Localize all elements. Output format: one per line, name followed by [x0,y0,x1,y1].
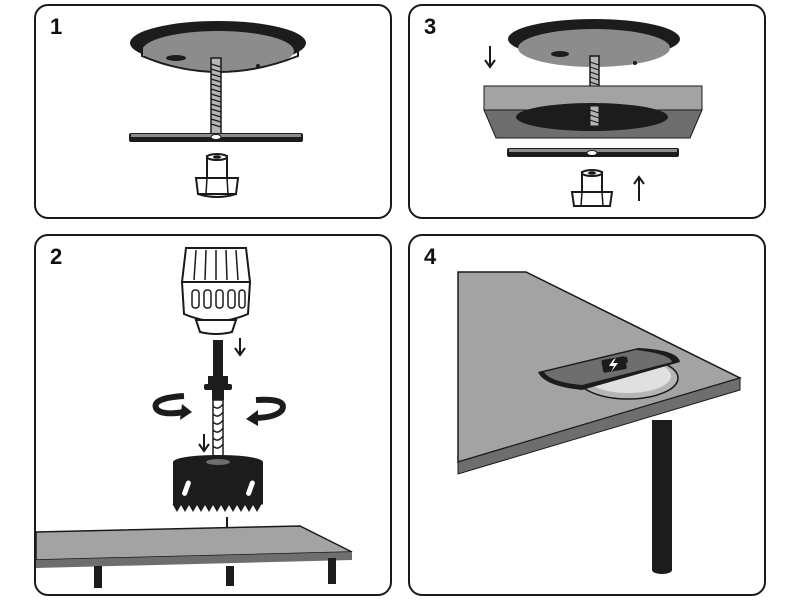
mount-plate-base [142,31,294,71]
desk-slab-section [483,85,703,139]
drill-chuck [180,247,252,335]
knob-nut [194,153,240,198]
step-2-illustration [36,247,353,588]
step-3-illustration [483,19,703,207]
step-1-panel: 1 [34,4,392,219]
knob-nut [570,169,614,207]
step-number: 4 [424,244,437,269]
arrow-down-icon [234,338,246,357]
flat-bar [129,133,303,142]
step-4-illustration [457,271,743,574]
rotate-left-icon [152,393,192,420]
arrow-down-icon [198,434,210,453]
battery-charging-icon [601,356,628,373]
smartphone [538,348,680,390]
mount-plate-base [518,29,670,67]
rotate-right-icon [246,396,286,426]
arrow-down-icon [484,46,496,69]
desk-corner [457,271,743,574]
plate-slot [166,55,186,61]
threaded-bolt [210,57,222,135]
step-number: 1 [50,14,63,39]
step-number: 3 [424,14,437,39]
flat-bar [507,148,679,157]
step-3-panel: 3 [408,4,766,219]
step-2-panel: 2 [34,234,392,596]
arrow-up-icon [633,175,645,201]
step-number: 2 [50,244,63,269]
pilot-drill-bit [211,399,225,464]
step-1-illustration [129,21,306,198]
desk-top [36,525,353,588]
step-4-panel: 4 [408,234,766,596]
hole-saw [172,455,263,513]
arbor-shank [204,340,232,400]
